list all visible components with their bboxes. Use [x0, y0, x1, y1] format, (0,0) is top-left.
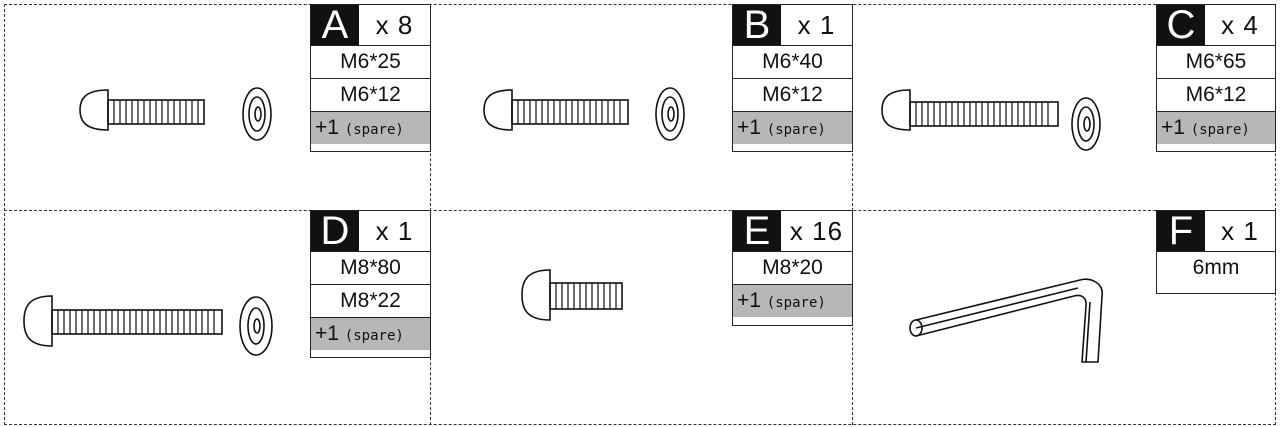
- part-spec: M6*40: [733, 46, 852, 79]
- bolt-washer-illustration: [23, 295, 273, 356]
- part-spec: M6*12: [1157, 79, 1275, 112]
- part-cell-c: C x 4 M6*65 M6*12 +1 (spare): [852, 4, 1276, 210]
- part-letter: C: [1157, 5, 1205, 45]
- bolt-washer-illustration: [881, 89, 1101, 151]
- part-spec: M6*65: [1157, 46, 1275, 79]
- part-quantity: x 1: [1221, 216, 1259, 246]
- part-quantity: x 4: [1221, 10, 1259, 40]
- spare-note: +1 (spare): [311, 112, 430, 144]
- part-quantity: x 1: [797, 10, 836, 40]
- part-label-c: C x 4 M6*65 M6*12 +1 (spare): [1156, 4, 1276, 152]
- part-letter: F: [1157, 211, 1205, 251]
- part-label-b: B x 1 M6*40 M6*12 +1 (spare): [732, 4, 853, 152]
- part-spec: M6*12: [311, 79, 430, 112]
- part-spec: M8*22: [311, 285, 430, 318]
- spare-note: +1 (spare): [1157, 112, 1275, 144]
- hex-key-illustration: [909, 278, 1103, 363]
- part-cell-e: E x 16 M8*20 +1 (spare): [430, 210, 853, 425]
- part-quantity: x 8: [375, 10, 414, 40]
- part-cell-a: A x 8 M6*25 M6*12 +1 (spare): [4, 4, 431, 210]
- part-label-f: F x 1 6mm: [1156, 210, 1276, 294]
- bolt-washer-illustration: [483, 87, 685, 141]
- part-quantity: x 1: [375, 216, 414, 246]
- part-quantity: x 16: [789, 216, 844, 246]
- part-spec: M6*12: [733, 79, 852, 112]
- part-letter: E: [733, 211, 781, 251]
- part-letter: A: [311, 5, 359, 45]
- part-spec: M6*25: [311, 46, 430, 79]
- part-letter: D: [311, 211, 359, 251]
- part-label-e: E x 16 M8*20 +1 (spare): [732, 210, 853, 326]
- spare-note: +1 (spare): [311, 318, 430, 350]
- part-label-d: D x 1 M8*80 M8*22 +1 (spare): [310, 210, 431, 358]
- part-cell-b: B x 1 M6*40 M6*12 +1 (spare): [430, 4, 853, 210]
- part-spec: 6mm: [1192, 256, 1240, 279]
- part-label-a: A x 8 M6*25 M6*12 +1 (spare): [310, 4, 431, 152]
- spare-note: +1 (spare): [733, 112, 852, 144]
- spare-note: +1 (spare): [733, 285, 852, 317]
- bolt-illustration: [521, 269, 623, 321]
- part-spec: M8*80: [311, 252, 430, 285]
- part-cell-d: D x 1 M8*80 M8*22 +1 (spare): [4, 210, 431, 425]
- part-letter: B: [733, 5, 781, 45]
- part-spec: M8*20: [733, 252, 852, 285]
- cell-divider: [4, 210, 1276, 211]
- bolt-washer-illustration: [79, 87, 272, 141]
- part-cell-f: F x 1 6mm: [852, 210, 1276, 425]
